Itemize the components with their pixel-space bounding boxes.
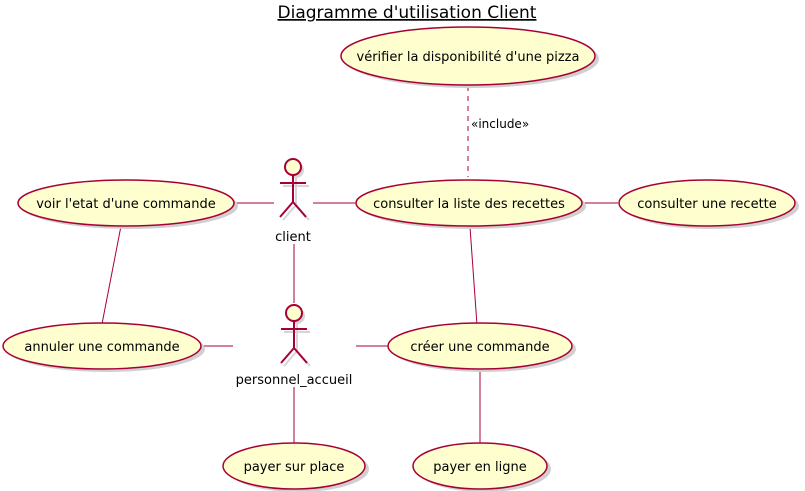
actor-client-label: client <box>275 230 311 245</box>
use-case-consulter-liste: consulter la liste des recettes <box>355 179 586 229</box>
use-case-voir-etat: voir l'etat d'une commande <box>17 179 238 229</box>
actor-head <box>284 158 302 176</box>
use-case-consulter-recette: consulter une recette <box>618 179 799 229</box>
use-case-label: annuler une commande <box>24 340 179 355</box>
use-case-label: voir l'etat d'une commande <box>36 197 216 212</box>
include-label: «include» <box>471 117 529 131</box>
actor-personnel-label: personnel_accueil <box>236 373 353 388</box>
actor-head <box>285 304 303 322</box>
use-case-label: consulter une recette <box>637 197 777 212</box>
assoc-consulter-liste-creer <box>469 226 478 326</box>
actor-personnel-accueil: personnel_accueil <box>236 304 353 388</box>
use-case-label: créer une commande <box>410 340 549 355</box>
actor-client: client <box>275 158 311 245</box>
connections: «include» <box>101 86 618 446</box>
assoc-voir-etat-annuler <box>101 225 122 325</box>
use-case-annuler: annuler une commande <box>2 322 205 372</box>
use-case-label: payer en ligne <box>433 460 526 475</box>
use-case-payer-place: payer sur place <box>222 442 369 491</box>
use-case-label: payer sur place <box>244 460 345 475</box>
diagram-title: Diagramme d'utilisation Client <box>278 3 537 23</box>
use-case-payer-ligne: payer en ligne <box>412 442 551 491</box>
use-case-label: consulter la liste des recettes <box>373 197 565 212</box>
use-case-verifier: vérifier la disponibilité d'une pizza <box>340 26 599 88</box>
use-case-creer: créer une commande <box>387 322 576 372</box>
use-case-label: vérifier la disponibilité d'une pizza <box>357 50 580 65</box>
